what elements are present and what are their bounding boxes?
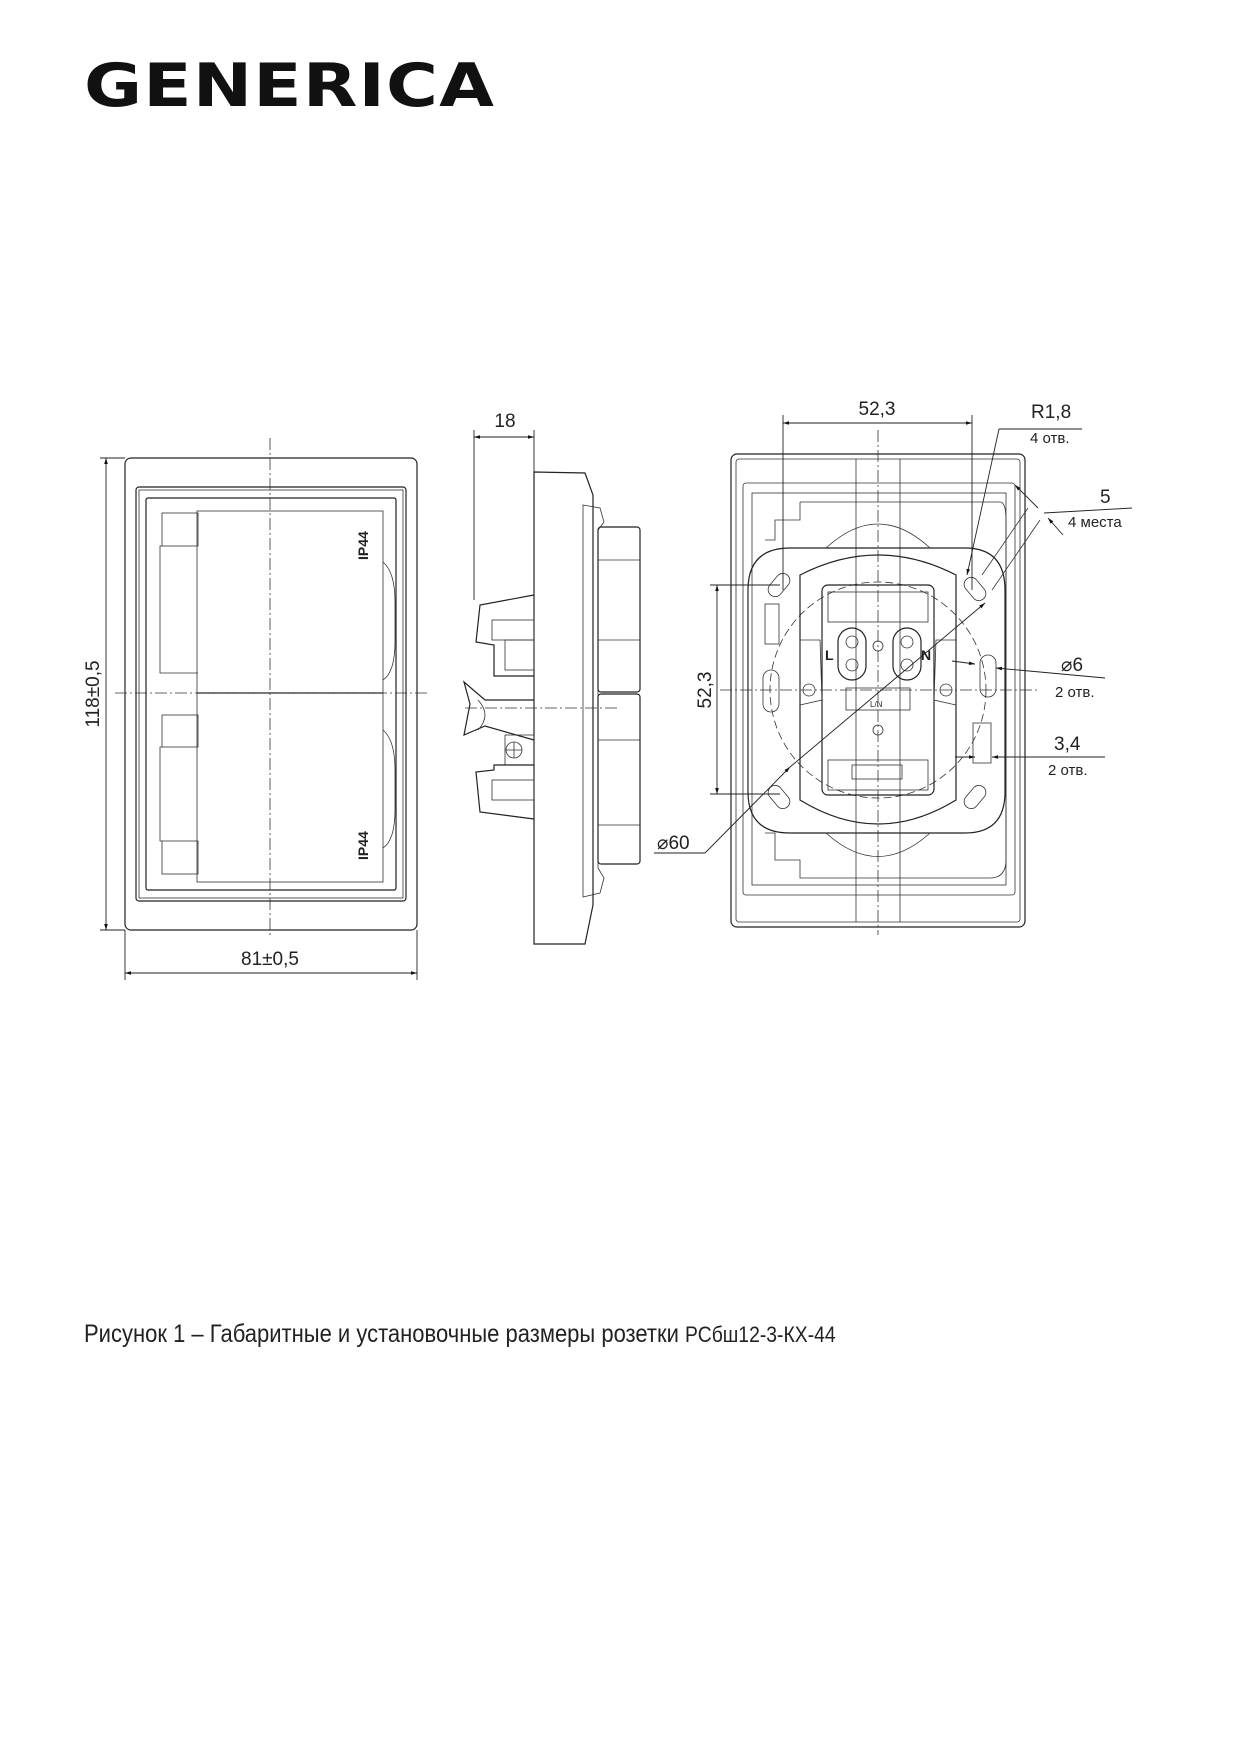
- ip44-label-top: IP44: [355, 531, 371, 560]
- small-hole-note: 2 отв.: [1048, 762, 1088, 779]
- ip44-label-bottom: IP44: [355, 831, 371, 860]
- side-view: 18: [462, 411, 641, 945]
- slot-width-dim: 5: [1100, 487, 1111, 508]
- radius-dim: R1,8: [1031, 402, 1071, 423]
- back-view: L N L/N 52,3 52,3 R1,8 4 отв.: [654, 399, 1133, 935]
- horizontal-spacing-dim: 52,3: [859, 399, 896, 420]
- depth-dimension: 18: [494, 411, 515, 432]
- terminal-ln-label: L/N: [870, 700, 883, 709]
- small-hole-dim: 3,4: [1054, 734, 1081, 755]
- radius-note: 4 отв.: [1030, 430, 1070, 447]
- slot-width-note: 4 места: [1068, 514, 1122, 531]
- width-dimension: 81±0,5: [241, 949, 299, 970]
- circle-diameter-dim: ⌀60: [657, 833, 690, 854]
- brand-logo: GENERICA: [84, 51, 496, 121]
- hole-diameter-dim: ⌀6: [1061, 655, 1083, 676]
- figure-caption: Рисунок 1 – Габаритные и установочные ра…: [84, 1320, 836, 1349]
- terminal-l-label: L: [825, 647, 834, 663]
- front-view: IP44 IP44 118±0,5 81±0,5: [83, 438, 430, 980]
- height-dimension: 118±0,5: [83, 660, 104, 727]
- caption-text: Рисунок 1 – Габаритные и установочные ра…: [84, 1320, 686, 1348]
- terminal-n-label: N: [921, 647, 931, 663]
- vertical-spacing-dim: 52,3: [695, 672, 716, 709]
- product-code: РСбш12-3-КХ-44: [685, 1322, 836, 1347]
- hole-diameter-note: 2 отв.: [1055, 684, 1095, 701]
